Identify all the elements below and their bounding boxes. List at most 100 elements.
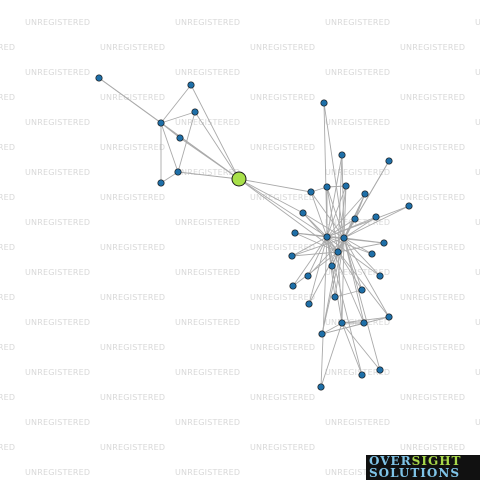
graph-edge: [343, 237, 363, 291]
graph-edge: [310, 191, 345, 239]
graph-edge: [291, 236, 328, 257]
watermark-text: UNREGISTERED: [475, 218, 480, 227]
graph-node[interactable]: [299, 209, 307, 217]
watermark-text: UNREGISTERED: [25, 318, 91, 327]
graph-node-focus[interactable]: [231, 171, 247, 187]
graph-node[interactable]: [157, 119, 165, 127]
watermark-text: UNREGISTERED: [100, 243, 166, 252]
graph-edge: [238, 178, 328, 238]
watermark-text: UNREGISTERED: [250, 393, 316, 402]
watermark-text: UNREGISTERED: [25, 18, 91, 27]
graph-node[interactable]: [176, 134, 184, 142]
watermark-text: UNREGISTERED: [400, 243, 466, 252]
graph-node[interactable]: [361, 190, 369, 198]
graph-node[interactable]: [376, 366, 384, 374]
graph-node[interactable]: [318, 330, 326, 338]
watermark-text: UNREGISTERED: [0, 343, 16, 352]
graph-node[interactable]: [320, 99, 328, 107]
graph-node[interactable]: [323, 183, 331, 191]
graph-node[interactable]: [323, 233, 331, 241]
watermark-text: UNREGISTERED: [175, 318, 241, 327]
watermark-text: UNREGISTERED: [250, 143, 316, 152]
watermark-text: UNREGISTERED: [175, 168, 241, 177]
logo-word-over: OVER: [369, 454, 412, 468]
graph-node[interactable]: [328, 262, 336, 270]
graph-node[interactable]: [338, 319, 346, 327]
graph-node[interactable]: [288, 252, 296, 260]
graph-edge: [321, 322, 343, 335]
graph-node[interactable]: [358, 371, 366, 379]
graph-node[interactable]: [307, 188, 315, 196]
watermark-text: UNREGISTERED: [25, 68, 91, 77]
graph-edge: [341, 237, 345, 324]
watermark-text: UNREGISTERED: [400, 293, 466, 302]
graph-edge: [341, 154, 345, 239]
graph-node[interactable]: [157, 179, 165, 187]
graph-node[interactable]: [358, 286, 366, 294]
graph-node[interactable]: [305, 300, 313, 308]
graph-node[interactable]: [380, 239, 388, 247]
graph-node[interactable]: [385, 313, 393, 321]
watermark-text: UNREGISTERED: [325, 118, 391, 127]
watermark-text: UNREGISTERED: [0, 143, 16, 152]
graph-edge: [323, 102, 345, 239]
graph-node[interactable]: [317, 383, 325, 391]
graph-node[interactable]: [342, 182, 350, 190]
graph-edge: [326, 193, 366, 238]
graph-edge: [177, 111, 196, 173]
watermark-text: UNREGISTERED: [100, 393, 166, 402]
graph-node[interactable]: [291, 229, 299, 237]
watermark-text: UNREGISTERED: [325, 168, 391, 177]
graph-node[interactable]: [376, 272, 384, 280]
graph-node[interactable]: [187, 81, 195, 89]
watermark-text: UNREGISTERED: [250, 443, 316, 452]
graph-node[interactable]: [95, 74, 103, 82]
graph-edge: [326, 236, 333, 267]
graph-node[interactable]: [338, 151, 346, 159]
graph-edge: [302, 212, 328, 238]
graph-edge: [321, 316, 390, 335]
logo-word-solutions: SOLUTIONS: [369, 466, 460, 480]
graph-edge: [343, 237, 385, 244]
watermark-text: UNREGISTERED: [250, 293, 316, 302]
graph-node[interactable]: [289, 282, 297, 290]
graph-edge: [310, 191, 328, 238]
graph-edge: [320, 236, 328, 388]
graph-edge: [326, 236, 363, 376]
graph-node[interactable]: [351, 215, 359, 223]
graph-node[interactable]: [331, 293, 339, 301]
watermark-text: UNREGISTERED: [325, 18, 391, 27]
graph-node[interactable]: [360, 319, 368, 327]
graph-edge: [334, 237, 345, 298]
graph-edge: [294, 232, 328, 238]
graph-edge: [341, 322, 381, 371]
graph-node[interactable]: [368, 250, 376, 258]
watermark-text: UNREGISTERED: [325, 418, 391, 427]
graph-edge: [343, 237, 373, 255]
graph-node[interactable]: [405, 202, 413, 210]
graph-node[interactable]: [191, 108, 199, 116]
watermark-text: UNREGISTERED: [400, 393, 466, 402]
watermark-text: UNREGISTERED: [400, 43, 466, 52]
graph-edge: [341, 322, 363, 376]
graph-node[interactable]: [174, 168, 182, 176]
graph-edge: [177, 171, 240, 180]
graph-node[interactable]: [334, 248, 342, 256]
watermark-text: UNREGISTERED: [175, 468, 241, 477]
graph-edge: [337, 154, 343, 253]
graph-node[interactable]: [340, 234, 348, 242]
graph-edge: [343, 237, 390, 318]
watermark-text: UNREGISTERED: [475, 68, 480, 77]
graph-edge: [326, 236, 381, 277]
graph-node[interactable]: [385, 157, 393, 165]
watermark-text: UNREGISTERED: [100, 443, 166, 452]
graph-edge: [194, 111, 240, 180]
graph-node[interactable]: [304, 272, 312, 280]
graph-node[interactable]: [372, 213, 380, 221]
watermark-text: UNREGISTERED: [0, 293, 16, 302]
watermark-text: UNREGISTERED: [250, 93, 316, 102]
graph-edge: [238, 178, 339, 253]
node-layer: [95, 74, 413, 391]
watermark-text: UNREGISTERED: [0, 443, 16, 452]
graph-edge: [302, 212, 339, 253]
